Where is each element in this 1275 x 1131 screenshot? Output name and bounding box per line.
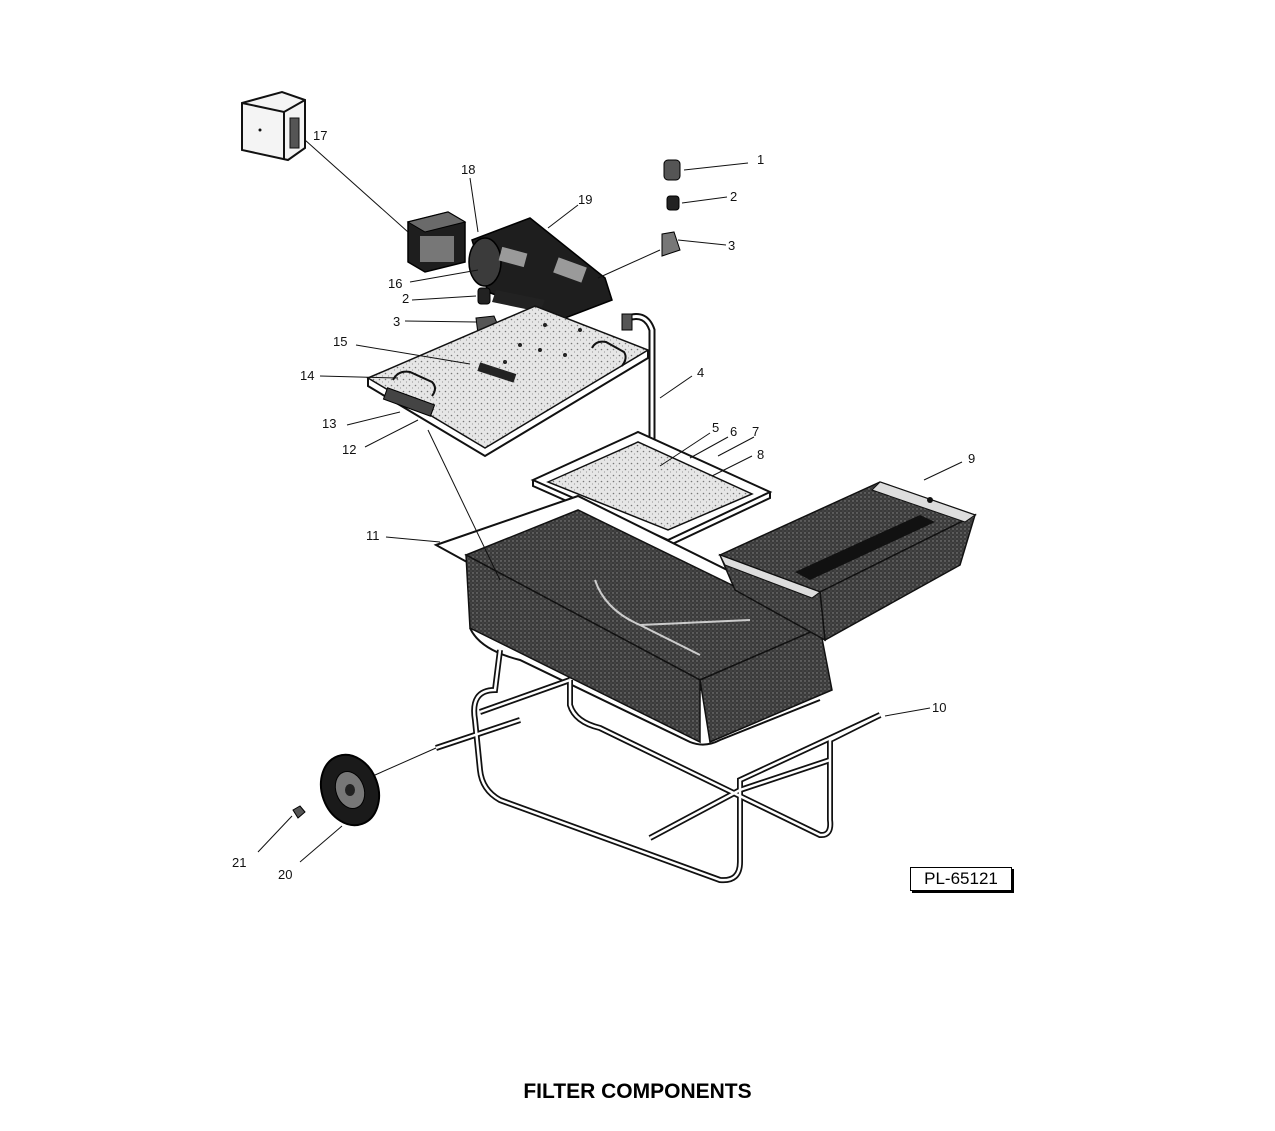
callout-15: 15 — [333, 334, 347, 349]
filter-cover-part — [366, 305, 650, 458]
callout-5: 5 — [712, 420, 719, 435]
crumb-basket-part — [718, 481, 977, 642]
callout-19: 19 — [578, 192, 592, 207]
callout-3a: 3 — [728, 238, 735, 253]
leader-cover-to-pan — [427, 429, 501, 581]
callout-16: 16 — [388, 276, 402, 291]
pump-motor-part — [468, 217, 613, 321]
callout-12: 12 — [342, 442, 356, 457]
leader-17 — [304, 139, 409, 233]
control-box-part — [241, 90, 306, 162]
diagram-caption: FILTER COMPONENTS — [523, 1080, 752, 1103]
callout-11: 11 — [366, 528, 380, 543]
callout-1: 1 — [757, 152, 764, 167]
wheel-part — [319, 747, 437, 827]
part-number-box: PL-65121 — [910, 867, 1012, 891]
callout-4: 4 — [697, 365, 704, 380]
callout-10: 10 — [932, 700, 946, 715]
callout-13: 13 — [322, 416, 336, 431]
callout-2b: 2 — [402, 291, 409, 306]
filter-pan-part — [433, 494, 841, 746]
callout-7: 7 — [752, 424, 759, 439]
callout-8: 8 — [757, 447, 764, 462]
callout-21: 21 — [232, 855, 246, 870]
callout-20: 20 — [278, 867, 292, 882]
callout-14: 14 — [300, 368, 314, 383]
callout-6: 6 — [730, 424, 737, 439]
axle-nut-part — [292, 805, 306, 819]
cart-frame-inner — [435, 649, 881, 882]
callout-18: 18 — [461, 162, 475, 177]
callout-3b: 3 — [393, 314, 400, 329]
callout-17: 17 — [313, 128, 327, 143]
callout-2a: 2 — [730, 189, 737, 204]
callout-leaders — [257, 162, 963, 863]
junction-box-part — [406, 211, 467, 273]
fitting-stack-right — [597, 159, 681, 279]
callout-9: 9 — [968, 451, 975, 466]
